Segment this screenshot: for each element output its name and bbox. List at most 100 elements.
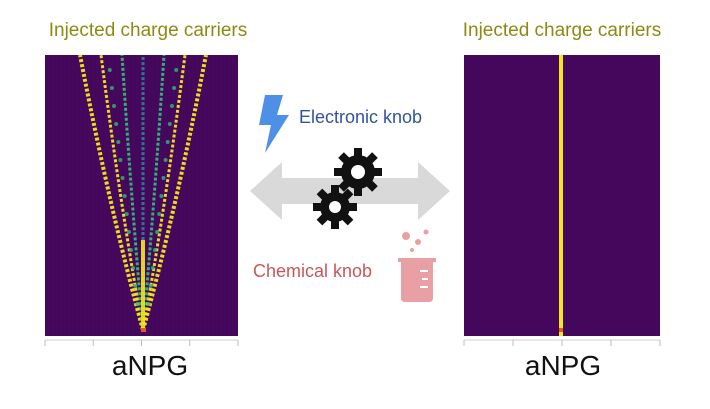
column-stripe	[47, 55, 48, 336]
chemical-knob-label: Chemical knob	[253, 261, 373, 281]
crossing-node	[150, 266, 155, 270]
gear-small	[313, 185, 357, 229]
column-stripe	[626, 55, 627, 336]
column-stripe	[75, 55, 76, 336]
beaker-mark	[420, 270, 428, 272]
gear-tooth	[313, 203, 323, 211]
column-stripe	[486, 55, 487, 336]
column-stripe	[574, 55, 575, 336]
column-stripe	[147, 55, 148, 336]
column-stripe	[566, 55, 567, 336]
crossing-node	[148, 284, 153, 288]
crossing-node	[174, 68, 179, 72]
gear-tooth	[331, 185, 339, 195]
crossing-node	[131, 266, 136, 270]
column-stripe	[135, 55, 136, 336]
crossing-node	[161, 176, 166, 180]
column-stripe	[199, 55, 200, 336]
column-stripe	[506, 55, 507, 336]
column-stripe	[494, 55, 495, 336]
column-stripe	[614, 55, 615, 336]
left-panel-ticks	[44, 339, 239, 346]
beaker-mark	[420, 286, 428, 288]
right-panel-column-stripes	[466, 55, 659, 336]
column-stripe	[83, 55, 84, 336]
column-stripe	[530, 55, 531, 336]
column-stripe	[622, 55, 623, 336]
beaker-mark	[422, 278, 428, 280]
crossing-node	[172, 86, 177, 90]
crossing-node	[122, 194, 127, 198]
column-stripe	[179, 55, 180, 336]
gear-tooth	[354, 148, 362, 158]
gear-tooth	[316, 212, 330, 226]
column-stripe	[175, 55, 176, 336]
charge-band	[141, 54, 208, 331]
column-stripe	[646, 55, 647, 336]
column-stripe	[478, 55, 479, 336]
crossing-node	[118, 158, 123, 162]
gear-tooth	[338, 152, 351, 165]
beaker-icon	[398, 229, 436, 302]
column-stripe	[71, 55, 72, 336]
column-stripe	[546, 55, 547, 336]
column-stripe	[163, 55, 164, 336]
column-stripe	[115, 55, 116, 336]
crossing-node	[133, 284, 138, 288]
gear-tooth	[365, 152, 378, 165]
column-stripe	[510, 55, 511, 336]
charge-band	[141, 54, 166, 331]
charge-band	[141, 54, 187, 331]
column-stripe	[498, 55, 499, 336]
column-stripe	[650, 55, 651, 336]
column-stripe	[538, 55, 539, 336]
column-stripe	[558, 55, 559, 336]
column-stripe	[654, 55, 655, 336]
crossing-node	[120, 176, 125, 180]
column-stripe	[638, 55, 639, 336]
gear-tooth	[365, 179, 378, 192]
gear-tooth	[372, 168, 382, 176]
charge-band	[99, 54, 145, 331]
column-stripe	[482, 55, 483, 336]
column-stripe	[582, 55, 583, 336]
column-stripe	[610, 55, 611, 336]
column-stripe	[87, 55, 88, 336]
gears-icon	[313, 148, 382, 229]
crossing-node	[126, 230, 131, 234]
column-stripe	[466, 55, 467, 336]
crossing-node	[135, 302, 140, 306]
electronic-knob-label: Electronic knob	[299, 107, 423, 127]
left-heatmap-panel	[44, 54, 239, 346]
right-panel-heading: Injected charge carriers	[462, 20, 662, 41]
column-stripe	[526, 55, 527, 336]
gear-large	[334, 148, 382, 196]
column-stripe	[95, 55, 96, 336]
column-stripe	[231, 55, 232, 336]
column-stripe	[63, 55, 64, 336]
column-stripe	[606, 55, 607, 336]
column-stripe	[642, 55, 643, 336]
column-stripe	[219, 55, 220, 336]
column-stripe	[215, 55, 216, 336]
left-panel-source-dot	[141, 328, 146, 332]
column-stripe	[602, 55, 603, 336]
column-stripe	[227, 55, 228, 336]
column-stripe	[111, 55, 112, 336]
right-panel-source-dot	[559, 328, 563, 332]
gear-hole	[329, 201, 341, 213]
crossing-node	[163, 158, 168, 162]
column-stripe	[554, 55, 555, 336]
column-stripe	[474, 55, 475, 336]
column-stripe	[598, 55, 599, 336]
column-stripe	[171, 55, 172, 336]
column-stripe	[59, 55, 60, 336]
column-stripe	[67, 55, 68, 336]
right-heatmap-panel	[463, 55, 661, 346]
column-stripe	[590, 55, 591, 336]
crossing-node	[146, 302, 151, 306]
gear-tooth	[331, 219, 339, 229]
charge-band	[78, 54, 145, 331]
crossing-node	[112, 104, 117, 108]
column-stripe	[618, 55, 619, 336]
